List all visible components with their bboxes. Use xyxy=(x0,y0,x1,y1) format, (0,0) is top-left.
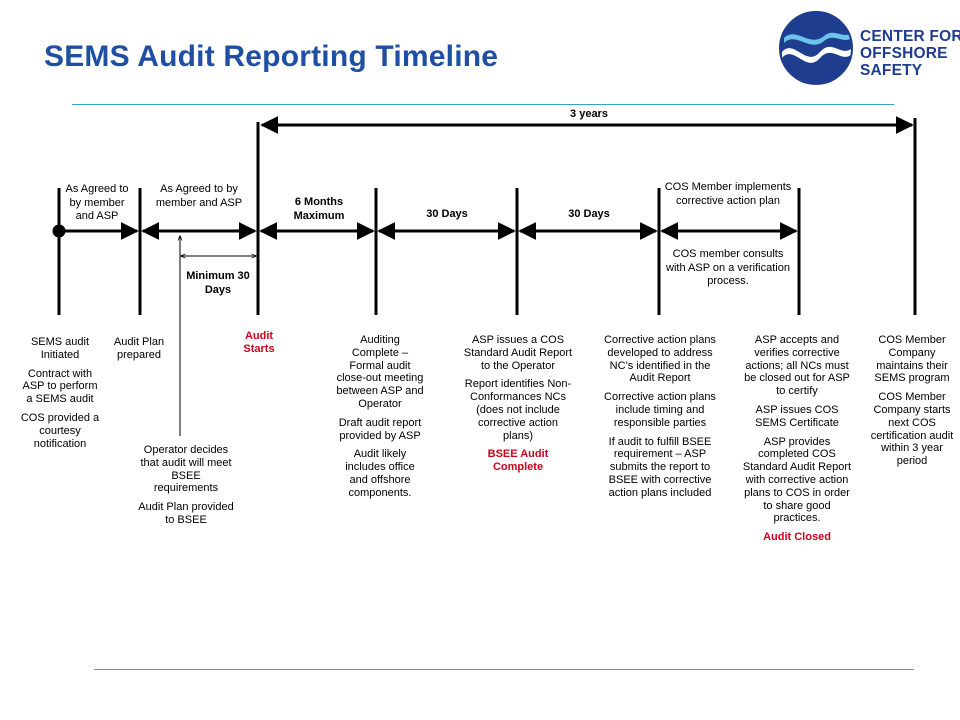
bsee-audit-complete-label: BSEE Audit Complete xyxy=(487,448,549,474)
accepts-text-3: ASP provides completed COS Standard Audi… xyxy=(742,435,852,525)
column-initiated: SEMS audit Initiated Contract with ASP t… xyxy=(20,336,100,456)
plan-text-1: Audit Plan prepared xyxy=(113,336,165,361)
audit-starts-label: Audit Starts xyxy=(243,330,275,355)
thirty-days-label-2: 30 Days xyxy=(568,208,610,220)
three-years-label: 3 years xyxy=(570,108,608,120)
column-accepts: ASP accepts and verifies corrective acti… xyxy=(742,334,852,550)
initiated-text-2: Contract with ASP to perform a SEMS audi… xyxy=(22,367,98,406)
column-corrective: Corrective action plans developed to add… xyxy=(598,334,722,506)
operator-text-1: Operator decides that audit will meet BS… xyxy=(140,444,232,495)
report-text-1: ASP issues a COS Standard Audit Report t… xyxy=(463,334,573,372)
accepts-text-2: ASP issues COS SEMS Certificate xyxy=(755,403,839,429)
wave-logo-icon xyxy=(779,11,853,85)
start-dot xyxy=(52,224,66,238)
maintains-text-1: COS Member Company maintains their SEMS … xyxy=(874,334,950,385)
minimum-days-label: Minimum 30 Days xyxy=(186,270,250,296)
initiated-text-3: COS provided a courtesy notification xyxy=(20,411,100,450)
page-title: SEMS Audit Reporting Timeline xyxy=(44,40,499,73)
initiated-text-1: SEMS audit Initiated xyxy=(30,336,90,361)
agreed-label-2: As Agreed to by member and ASP xyxy=(155,183,243,209)
corrective-text-3: If audit to fulfill BSEE requirement – A… xyxy=(608,435,712,499)
column-complete: Auditing Complete – Formal audit close-o… xyxy=(336,334,424,506)
complete-text-1: Auditing Complete – Formal audit close-o… xyxy=(336,334,424,410)
operator-text-2: Audit Plan provided to BSEE xyxy=(138,501,234,526)
column-starts: Audit Starts xyxy=(228,330,290,362)
column-report: ASP issues a COS Standard Audit Report t… xyxy=(462,334,574,480)
bottom-divider xyxy=(94,669,914,670)
complete-text-2: Draft audit report provided by ASP xyxy=(338,416,422,442)
six-months-label: 6 Months Maximum xyxy=(293,196,345,222)
accepts-text-1: ASP accepts and verifies corrective acti… xyxy=(744,334,850,398)
logo-text-line2: OFFSHORE xyxy=(860,45,948,62)
implements-label: COS Member implements corrective action … xyxy=(664,181,792,207)
center-for-offshore-safety-logo: CENTER FOR OFFSHORE SAFETY xyxy=(776,8,960,88)
logo-text-line1: CENTER FOR xyxy=(860,28,960,45)
complete-text-3: Audit likely includes office and offshor… xyxy=(345,448,415,499)
corrective-text-2: Corrective action plans include timing a… xyxy=(604,391,716,429)
agreed-label-1: As Agreed to by member and ASP xyxy=(65,183,129,222)
logo-text-line3: SAFETY xyxy=(860,62,923,79)
thirty-days-label-1: 30 Days xyxy=(426,208,468,220)
column-operator: Operator decides that audit will meet BS… xyxy=(138,444,234,533)
column-maintains: COS Member Company maintains their SEMS … xyxy=(870,334,954,474)
report-text-2: Report identifies Non-Conformances NCs (… xyxy=(464,378,572,442)
consults-label: COS member consults with ASP on a verifi… xyxy=(666,248,790,287)
maintains-text-2: COS Member Company starts next COS certi… xyxy=(870,391,954,468)
corrective-text-1: Corrective action plans developed to add… xyxy=(604,334,716,385)
audit-closed-label: Audit Closed xyxy=(763,531,831,544)
column-plan: Audit Plan prepared xyxy=(106,336,172,368)
top-divider xyxy=(72,104,894,105)
